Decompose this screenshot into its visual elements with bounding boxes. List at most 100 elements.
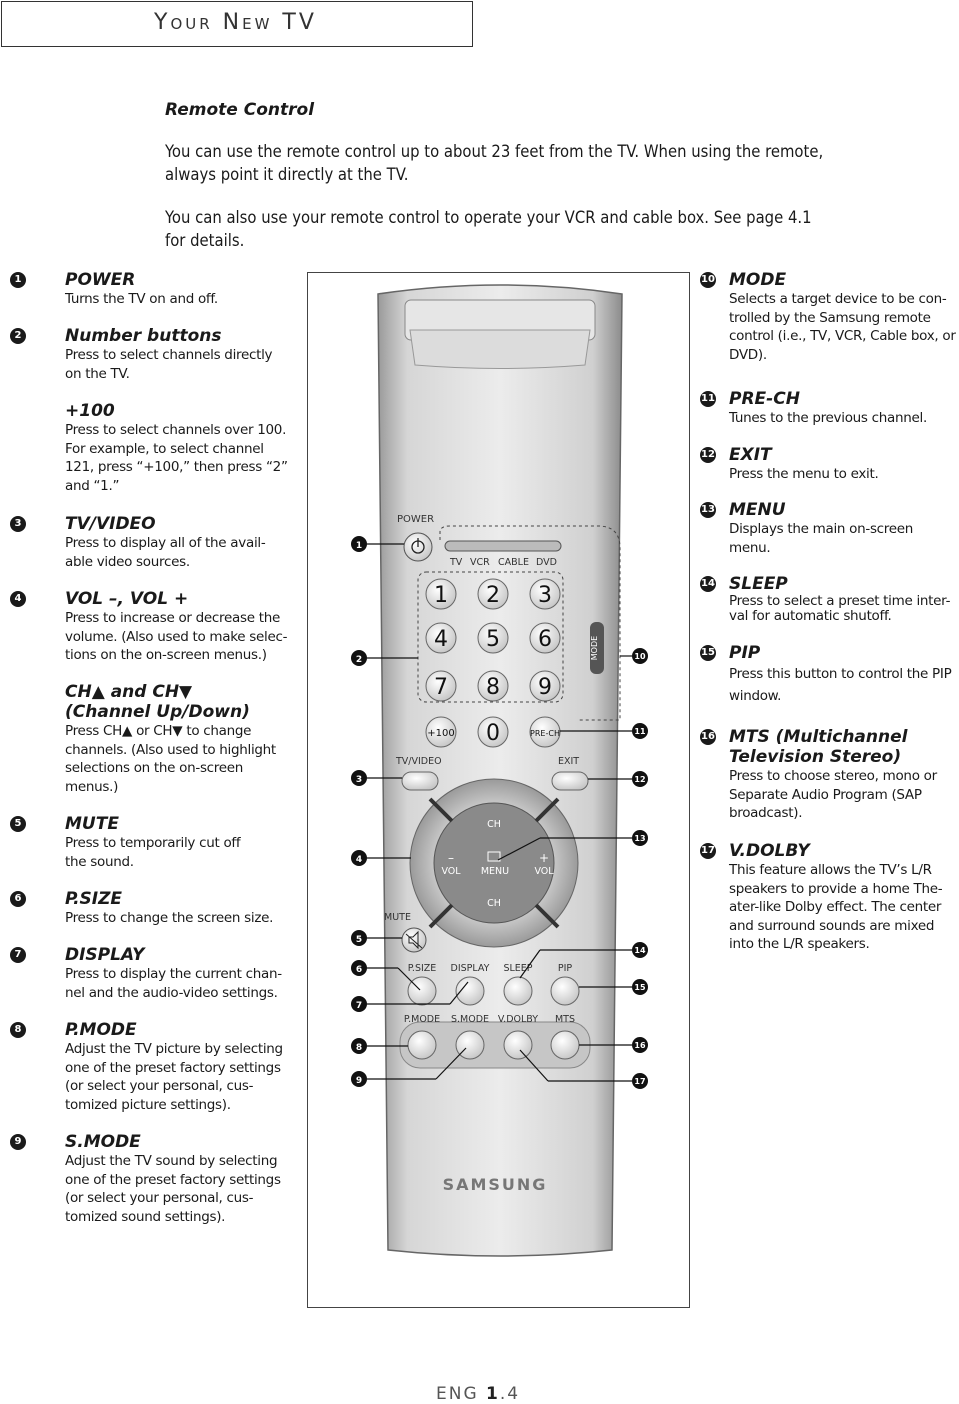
item-title: POWER	[65, 270, 136, 290]
item-desc-line: channels. (Also used to highlight	[65, 741, 276, 758]
legend-item-volume: 4 VOL –, VOL + Press to increase or decr…	[10, 589, 300, 665]
svg-text:4: 4	[356, 855, 362, 865]
callout-number: 17	[700, 843, 716, 859]
callout-number: 4	[10, 591, 26, 607]
legend-item-mode: 10 MODE Selects a target device to be co…	[700, 270, 956, 364]
item-desc-line: Press CH▲ or CH▼ to change	[65, 723, 252, 739]
mute-label: MUTE	[384, 912, 411, 923]
ch-down-label: CH	[487, 898, 501, 909]
item-title: DISPLAY	[65, 945, 145, 965]
item-title-cont: Television Stereo)	[729, 747, 902, 767]
item-desc-line: Press to select channels over 100.	[65, 422, 287, 438]
item-desc-line: DVD).	[729, 346, 767, 363]
item-desc-line: (or select your personal, cus-	[65, 1190, 254, 1206]
item-desc-line: Press to change the screen size.	[65, 910, 274, 926]
legend-item-plus100: +100 Press to select channels over 100. …	[10, 401, 300, 495]
svg-text:6: 6	[356, 965, 362, 975]
item-desc-line: Adjust the TV sound by selecting	[65, 1153, 278, 1169]
item-title: CH▲ and CH▼	[65, 682, 193, 702]
item-desc-line: Selects a target device to be con-	[729, 291, 947, 307]
dpad-inner	[433, 802, 555, 924]
svg-text:PRE-CH: PRE-CH	[530, 729, 560, 738]
ir-window-bottom	[409, 329, 591, 369]
callout-number: 8	[10, 1022, 26, 1038]
callout-number: 7	[10, 947, 26, 963]
footer-page-rest: .4	[499, 1384, 521, 1404]
item-desc-line: broadcast).	[729, 805, 803, 821]
svg-text:8: 8	[486, 675, 500, 700]
item-title: Number buttons	[65, 326, 222, 346]
item-desc-line: This feature allows the TV’s L/R	[729, 862, 932, 878]
intro-section: Remote Control	[165, 100, 915, 120]
item-desc-line: val for automatic shutoff.	[729, 608, 892, 624]
svg-text:2: 2	[486, 583, 500, 608]
svg-text:7: 7	[356, 1001, 362, 1011]
legend-item-display: 7 DISPLAY Press to display the current c…	[10, 945, 300, 1002]
intro-paragraph-2: You can also use your remote control to …	[165, 206, 915, 252]
vdolby-label: V.DOLBY	[498, 1014, 538, 1025]
callout-number: 9	[10, 1134, 26, 1150]
item-title: PRE-CH	[729, 389, 800, 409]
svg-text:17: 17	[634, 1077, 645, 1086]
legend-item-channel: CH▲ and CH▼ (Channel Up/Down) Press CH▲ …	[10, 682, 302, 796]
mode-vcr: VCR	[470, 557, 490, 568]
legend-item-vdolby: 17 V.DOLBY This feature allows the TV’s …	[700, 841, 958, 954]
callout-number: 5	[10, 816, 26, 832]
svg-text:15: 15	[634, 983, 646, 992]
svg-text:+100: +100	[427, 728, 454, 739]
vol-plus-icon: +	[539, 851, 549, 865]
svg-text:13: 13	[634, 834, 645, 843]
remote-body	[377, 284, 623, 1257]
item-desc-line: tomized sound settings).	[65, 1208, 226, 1225]
menu-icon	[487, 851, 501, 862]
header-box: Your New TV	[1, 1, 473, 47]
item-desc-line: tions on the on-screen menus.)	[65, 647, 267, 663]
footer-page-bold: 1	[486, 1384, 500, 1404]
callout-number: 16	[700, 729, 716, 745]
item-desc-line: trolled by the Samsung remote	[729, 309, 931, 326]
callout-leader-lines	[367, 543, 632, 1082]
item-title: MODE	[729, 270, 787, 290]
svg-text:16: 16	[634, 1041, 646, 1050]
exit-label: EXIT	[558, 756, 579, 767]
svg-text:1: 1	[356, 541, 362, 551]
pip-button	[550, 976, 580, 1006]
samsung-logo: SAMSUNG	[443, 1175, 548, 1194]
number-buttons[interactable]: 1 2 3 4 5 6 7 8 9 +100 0 PRE-CH	[425, 578, 561, 748]
menu-label: MENU	[481, 866, 509, 877]
svg-text:10: 10	[634, 652, 646, 661]
mts-button	[550, 1030, 580, 1060]
item-desc-line: 121, press “+100,” then press “2”	[65, 459, 288, 475]
psize-button	[407, 976, 437, 1006]
item-desc-line: Press to display the current chan-	[65, 966, 282, 982]
svg-text:12: 12	[634, 775, 645, 784]
callout-number: 11	[700, 391, 716, 407]
mode-button-label: MODE	[590, 636, 599, 660]
footer-prefix: ENG	[436, 1384, 487, 1404]
smode-button	[455, 1030, 485, 1060]
number-pad-outline	[417, 571, 564, 703]
mode-outline	[439, 525, 621, 721]
item-title: TV/VIDEO	[65, 514, 156, 534]
item-desc-line: on the TV.	[65, 365, 130, 382]
item-title: V.DOLBY	[729, 841, 810, 861]
item-desc-line: into the L/R speakers.	[729, 936, 870, 952]
item-desc-line: Displays the main on-screen	[729, 521, 914, 537]
svg-text:5: 5	[486, 627, 500, 652]
mts-label: MTS	[555, 1014, 575, 1025]
legend-item-menu: 13 MENU Displays the main on-screen menu…	[700, 500, 956, 557]
mode-tv: TV	[449, 557, 463, 568]
psize-label: P.SIZE	[408, 963, 437, 974]
item-desc-line: Press to display all of the avail-	[65, 535, 266, 551]
item-desc-line: menu.	[729, 539, 771, 556]
item-desc-line: window.	[729, 688, 782, 704]
callout-number: 3	[10, 516, 26, 532]
display-button	[455, 976, 485, 1006]
remote-illustration-frame	[307, 272, 690, 1308]
power-label: POWER	[397, 514, 434, 525]
exit-button	[551, 771, 589, 791]
item-desc-line: nel and the audio-video settings.	[65, 984, 278, 1001]
item-title: MUTE	[65, 814, 119, 834]
section-heading: Remote Control	[165, 100, 315, 120]
callout-number: 6	[10, 891, 26, 907]
